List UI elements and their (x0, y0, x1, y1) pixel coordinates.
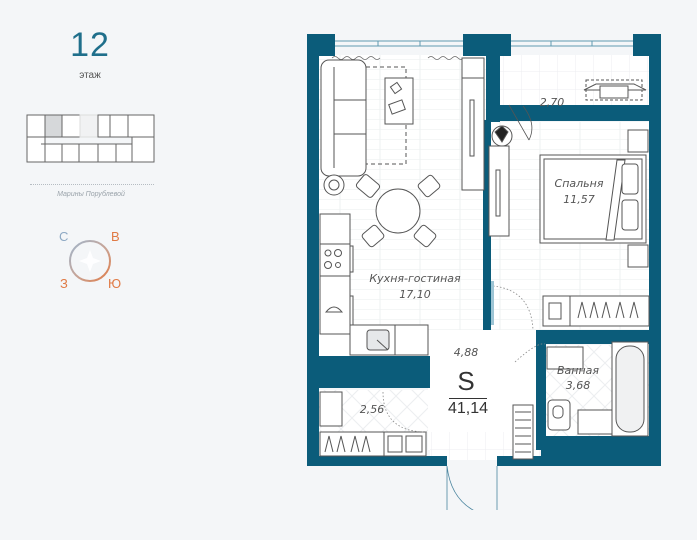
compass-east: В (111, 229, 120, 244)
living-room-area: 17,10 (399, 288, 431, 301)
total-area-symbol: S (457, 366, 475, 396)
bedroom-name: Спальня (554, 177, 604, 190)
bathroom-name: Ванная (556, 364, 600, 377)
hall-area: 4,88 (453, 346, 479, 359)
floor-number: 12 (70, 26, 110, 64)
windows (335, 40, 633, 47)
street-divider (30, 184, 154, 185)
building-floor-plan (26, 114, 155, 163)
dining-table (375, 188, 421, 234)
total-area-value: 41,14 (447, 400, 489, 417)
total-area-divider (449, 398, 487, 399)
living-room-name: Кухня-гостиная (369, 272, 461, 285)
compass-south: Ю (108, 276, 122, 291)
doors (382, 104, 546, 510)
compass-icon (69, 240, 111, 282)
sofa (320, 59, 367, 177)
walls (307, 34, 661, 466)
wardrobe-area: 2,56 (359, 403, 385, 416)
bedroom-area: 11,57 (563, 193, 595, 206)
compass-west: З (60, 276, 68, 291)
furniture (319, 57, 650, 460)
apartment-floor-plan (307, 34, 661, 510)
compass-north: С (59, 229, 69, 244)
street-label: Марины Порублевой (57, 191, 125, 198)
highlighted-unit (44, 114, 63, 138)
bathroom-area: 3,68 (565, 379, 591, 392)
balcony-area: 2,70 (539, 96, 565, 109)
floor-label: этаж (79, 70, 101, 81)
